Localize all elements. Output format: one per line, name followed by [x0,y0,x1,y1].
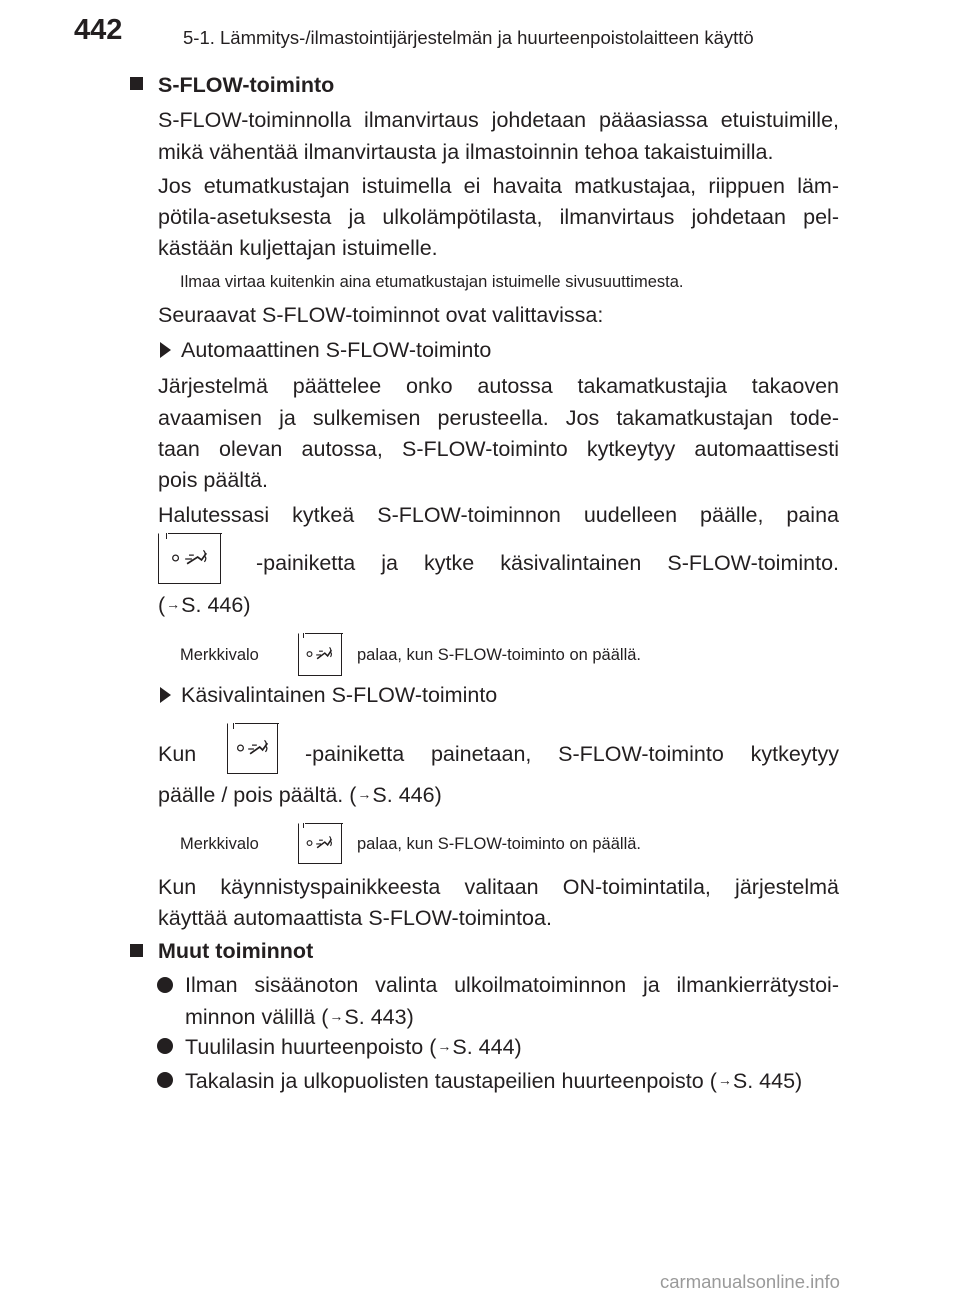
section-heading-sflow: S-FLOW-toiminto [158,73,335,97]
section-bullet-icon [130,944,143,957]
list-item-line: minnon välillä (→S. 443) [185,1000,414,1033]
list-item-line: Ilman sisäänoton valinta ulkoilmatoiminn… [185,973,839,997]
paragraph-line: pötila-asetuksesta ja ulkolämpötilasta, … [158,205,839,229]
paragraph-text: päälle / pois päältä. ( [158,783,357,807]
watermark: carmanualsonline.info [660,1271,840,1292]
ref-page[interactable]: S. 445) [732,1069,803,1093]
bullet-dot-icon [157,1038,173,1054]
subheading-manual-sflow: Käsivalintainen S-FLOW-toiminto [181,683,498,707]
paragraph-line: Järjestelmä päättelee onko autossa takam… [158,374,839,398]
page-header: 442 5-1. Lämmitys-/ilmastointijärjestelm… [0,0,960,62]
s-flow-button-icon [227,722,279,774]
paragraph-line: pois päältä. [158,468,268,492]
indicator-label: Merkkivalo [180,646,259,664]
arrow-right-icon: → [329,1008,344,1024]
paragraph-line: -painiketta ja kytke käsivalintainen S-F… [256,551,839,575]
arrow-right-icon: → [166,596,181,612]
ref-paren: ( [158,593,166,617]
paragraph-line: käyttää automaattista S-FLOW-toimintoa. [158,906,552,930]
list-item-text: Tuulilasin huurteenpoisto ( [185,1035,437,1059]
paragraph-line: kästään kuljettajan istuimelle. [158,236,438,260]
arrow-right-icon: → [357,786,372,802]
paragraph-line: Seuraavat S-FLOW-toiminnot ovat valittav… [158,303,604,327]
s-flow-indicator-icon [298,822,343,864]
ref-page: S. 446) [181,593,251,617]
paragraph-line: taan olevan autossa, S-FLOW-toiminto kyt… [158,437,839,461]
paragraph-line: mikä vähentää ilmanvirtausta ja ilmastoi… [158,140,774,164]
s-flow-button-icon [158,532,222,584]
paragraph-line: avaamisen ja sulkemisen perusteella. Jos… [158,406,839,430]
triangle-bullet-icon [160,687,171,703]
indicator-text: palaa, kun S-FLOW-toiminto on päällä. [357,835,642,853]
paragraph-line: Jos etumatkustajan istuimella ei havaita… [158,174,839,198]
paragraph-word: Kun [158,742,197,766]
paragraph-line: S-FLOW-toiminnolla ilmanvirtaus johdetaa… [158,108,839,132]
list-item-text: Takalasin ja ulkopuolisten taustapeilien… [185,1069,717,1093]
paragraph-line: Halutessasi kytkeä S-FLOW-toiminnon uude… [158,503,839,527]
list-item-text: minnon välillä ( [185,1005,329,1029]
paragraph-line: Kun käynnistyspainikkeesta valitaan ON-t… [158,875,839,899]
page-number: 442 [74,14,123,46]
ref-page[interactable]: S. 444) [452,1035,522,1059]
paragraph-line: -painiketta painetaan, S-FLOW-toiminto k… [305,742,839,766]
bullet-dot-icon [157,1072,173,1088]
cross-reference[interactable]: (→S. 446) [158,588,251,621]
indicator-text: palaa, kun S-FLOW-toiminto on päällä. [357,646,642,664]
s-flow-indicator-icon [298,632,343,676]
paragraph-line: päälle / pois päältä. (→S. 446) [158,778,442,811]
ref-page[interactable]: S. 443) [344,1005,414,1029]
section-bullet-icon [130,77,143,90]
arrow-right-icon: → [717,1072,732,1088]
triangle-bullet-icon [160,342,171,358]
chapter-title: 5-1. Lämmitys-/ilmastointijärjestelmän j… [183,27,754,48]
bullet-dot-icon [157,977,173,993]
subheading-auto-sflow: Automaattinen S-FLOW-toiminto [181,338,492,362]
arrow-right-icon: → [437,1038,452,1054]
section-heading-other: Muut toiminnot [158,939,314,963]
list-item: Takalasin ja ulkopuolisten taustapeilien… [185,1064,802,1097]
note-text: Ilmaa virtaa kuitenkin aina etumatkustaj… [180,273,684,291]
ref-page[interactable]: S. 446) [372,783,442,807]
list-item: Tuulilasin huurteenpoisto (→S. 444) [185,1030,522,1063]
indicator-label: Merkkivalo [180,835,259,853]
